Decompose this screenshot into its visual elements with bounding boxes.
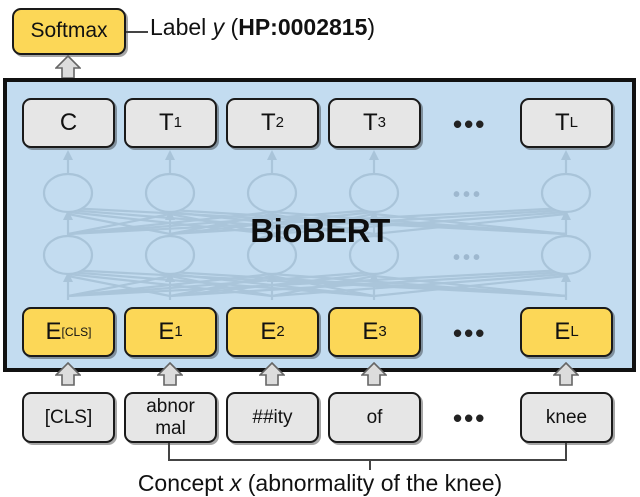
- embedding-3-text: E: [362, 318, 379, 346]
- arrow-token-of-icon: [361, 362, 387, 386]
- token-cls-box: [CLS]: [22, 392, 115, 443]
- embedding-cls-text: E: [45, 318, 62, 346]
- token-of-line1: of: [366, 406, 383, 428]
- token-knee-box: knee: [520, 392, 613, 443]
- token-ity-box: ##ity: [226, 392, 319, 443]
- embedding-cls-sub: [CLS]: [61, 324, 92, 339]
- label-paren-close: ): [367, 14, 376, 40]
- biobert-wordmark: BioBERT: [250, 212, 390, 249]
- label-hpo-code: HP:0002815: [238, 14, 368, 40]
- embedding-cls-box: E[CLS]: [22, 307, 115, 357]
- arrow-to-softmax-icon: [55, 55, 81, 79]
- output-t3-text: T: [362, 109, 378, 137]
- arrow-token-cls-icon: [55, 362, 81, 386]
- embedding-l-text: E: [554, 318, 571, 346]
- embedding-l-sub: L: [570, 323, 579, 341]
- output-row-ellipsis: •••: [453, 109, 487, 139]
- output-t2-text: T: [260, 109, 276, 137]
- label-leader-line: [126, 31, 148, 33]
- arrow-token-abnormal-icon: [157, 362, 183, 386]
- output-t2-sub: 2: [275, 114, 284, 132]
- label-annotation: Label y (HP:0002815): [150, 14, 375, 41]
- output-tl-sub: L: [569, 114, 578, 132]
- label-prefix-text: Label: [150, 14, 213, 40]
- output-c-text: C: [59, 109, 78, 137]
- token-knee-line1: knee: [545, 406, 588, 428]
- output-c-box: C: [22, 98, 115, 148]
- token-row-ellipsis: •••: [453, 403, 487, 433]
- embedding-3-sub: 3: [378, 323, 387, 341]
- label-paren-open: (: [224, 14, 239, 40]
- caption-variable-x: x: [229, 470, 242, 496]
- embedding-2-sub: 2: [276, 323, 285, 341]
- network-ellipsis-upper: •••: [453, 184, 484, 206]
- network-ellipsis-lower: •••: [453, 247, 484, 269]
- softmax-box: Softmax: [12, 8, 126, 55]
- embedding-row-ellipsis: •••: [453, 318, 487, 348]
- arrow-token-knee-icon: [553, 362, 579, 386]
- token-ity-line1: ##ity: [252, 406, 293, 428]
- embedding-1-text: E: [158, 318, 175, 346]
- arrow-token-ity-icon: [259, 362, 285, 386]
- output-t1-sub: 1: [173, 114, 182, 132]
- caption-detail: (abnormality of the knee): [241, 470, 503, 496]
- embedding-2-text: E: [260, 318, 277, 346]
- label-variable-y: y: [212, 14, 225, 40]
- token-cls-line1: [CLS]: [44, 406, 93, 428]
- output-t3-sub: 3: [377, 114, 386, 132]
- caption-prefix: Concept: [137, 470, 230, 496]
- token-abnormal-line2: mal: [155, 417, 186, 439]
- token-abnormal-box: abnor mal: [124, 392, 217, 443]
- output-t1-text: T: [158, 109, 174, 137]
- input-caption: Concept x (abnormality of the knee): [0, 470, 640, 497]
- output-tl-text: T: [554, 109, 570, 137]
- embedding-1-sub: 1: [174, 323, 183, 341]
- token-of-box: of: [328, 392, 421, 443]
- token-abnormal-line1: abnor: [146, 396, 195, 418]
- input-bracket: [168, 443, 567, 470]
